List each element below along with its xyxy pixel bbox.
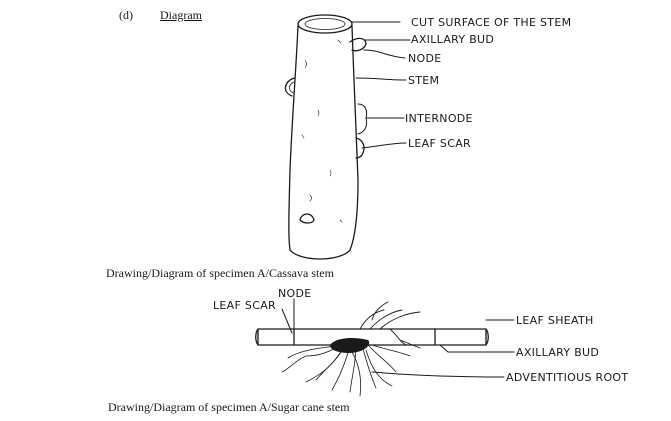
leaf-scar-right <box>355 137 365 159</box>
label-cane-leaf-scar: LEAF SCAR <box>213 299 276 312</box>
leaf-sheath-strands <box>359 301 421 330</box>
root-mass <box>330 337 370 353</box>
label-cane-axillary-bud: AXILLARY BUD <box>516 346 599 359</box>
cassava-leader-lines <box>351 21 411 149</box>
label-internode: INTERNODE <box>405 112 473 125</box>
caption-sugarcane: Drawing/Diagram of specimen A/Sugar cane… <box>108 400 350 414</box>
label-cane-node: NODE <box>278 287 312 300</box>
stem-right-outline <box>349 25 359 251</box>
label-stem: STEM <box>408 74 439 87</box>
cane-body <box>257 328 487 346</box>
label-cut-surface: CUT SURFACE OF THE STEM <box>411 16 571 29</box>
node-left <box>284 77 295 97</box>
label-leaf-scar: LEAF SCAR <box>408 137 471 150</box>
sugarcane-leader-lines <box>281 298 515 378</box>
stem-left-outline <box>288 25 299 251</box>
diagram-heading: Diagram <box>160 8 202 22</box>
sugarcane-stem-drawing <box>255 301 489 397</box>
label-node: NODE <box>408 52 442 65</box>
cassava-stem-drawing <box>284 14 367 260</box>
label-axillary-bud: AXILLARY BUD <box>411 33 494 46</box>
lower-bud <box>299 213 315 224</box>
cut-surface-ellipse <box>297 14 353 34</box>
axillary-bud-top <box>349 37 367 52</box>
caption-cassava: Drawing/Diagram of specimen A/Cassava st… <box>106 266 334 280</box>
section-label: (d) <box>119 8 133 22</box>
label-adventitious-root: ADVENTITIOUS ROOT <box>506 371 628 384</box>
label-leaf-sheath: LEAF SHEATH <box>516 314 594 327</box>
